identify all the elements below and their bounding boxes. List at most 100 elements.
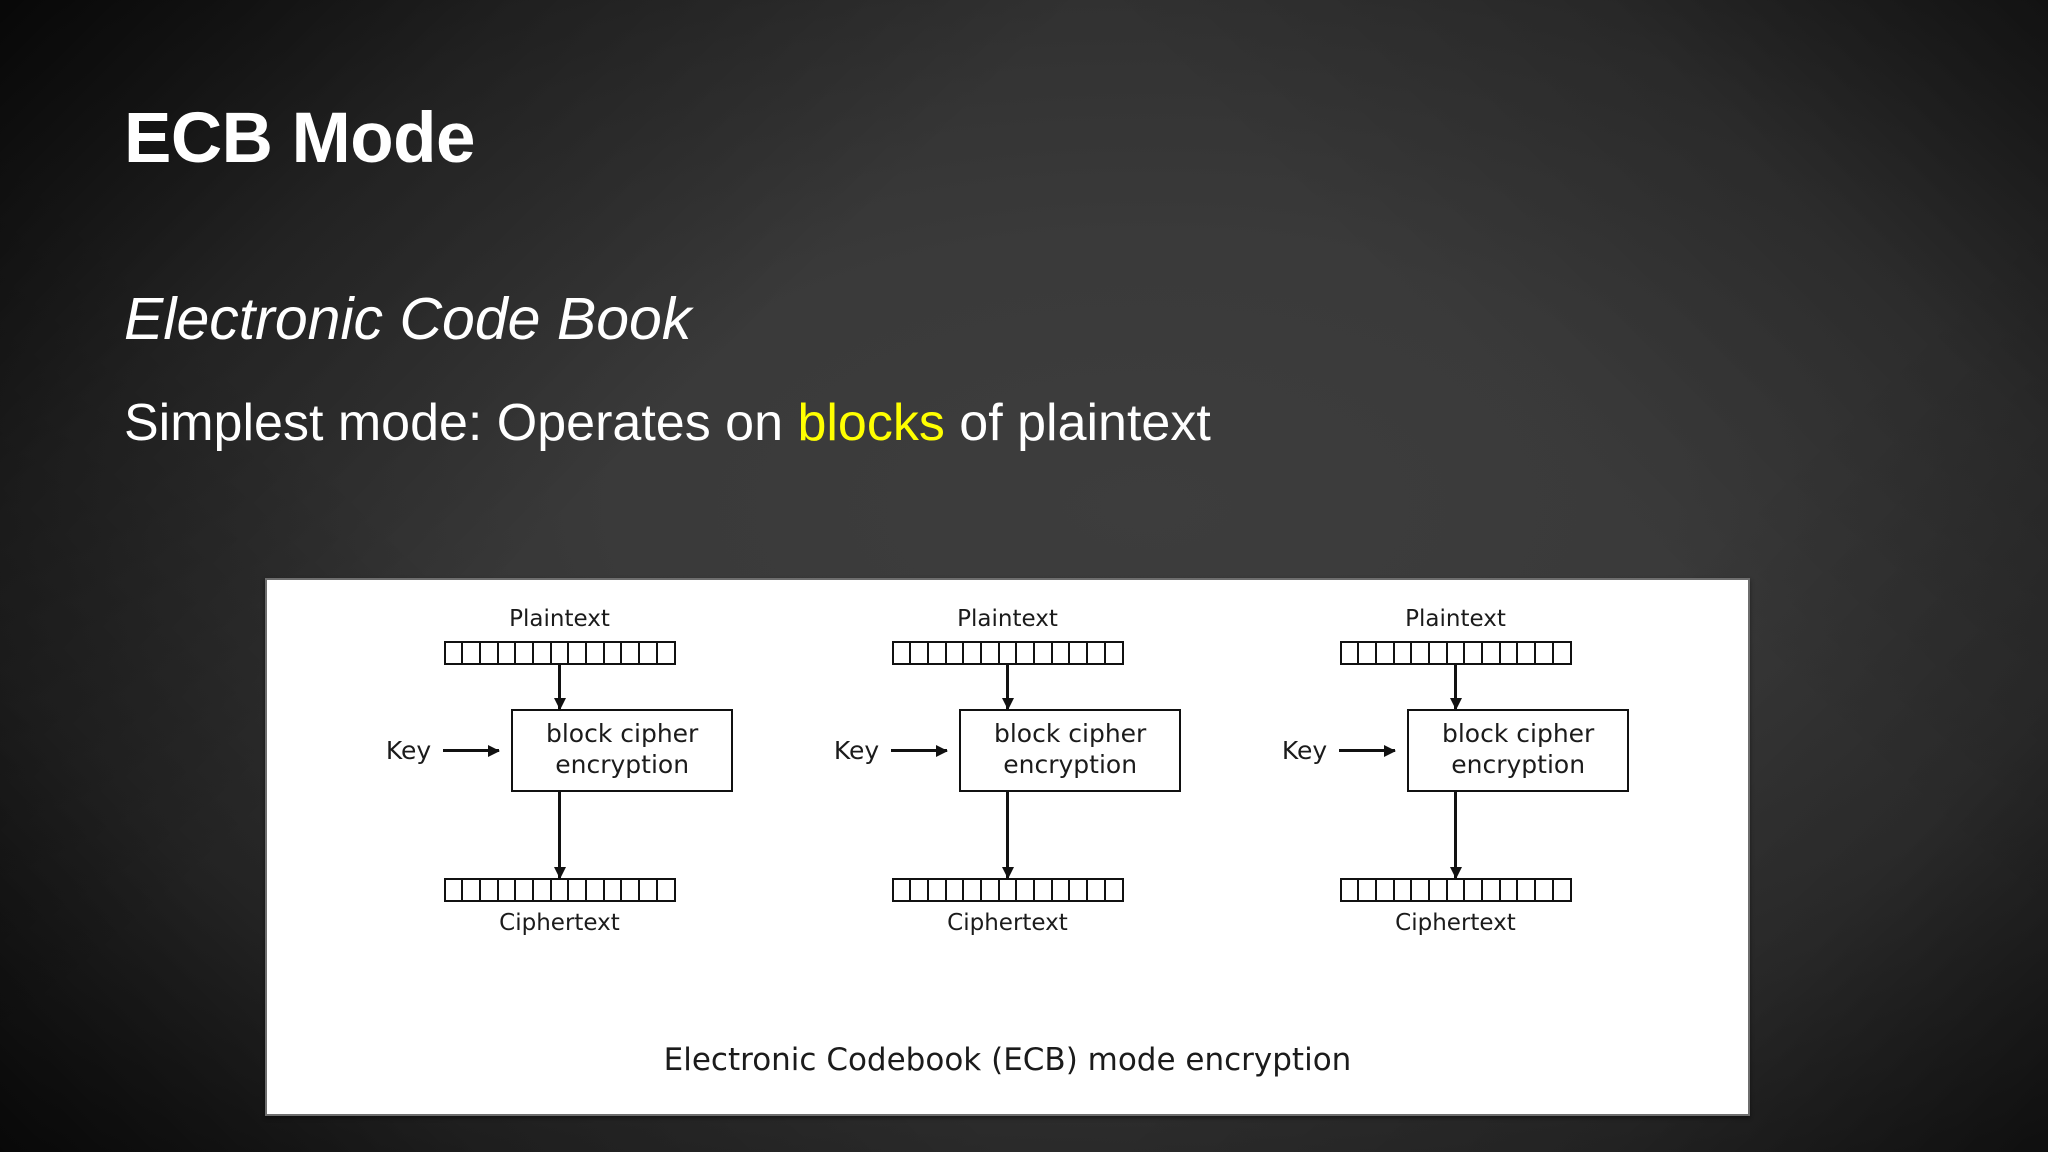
cipher-box-line-2: encryption: [1451, 749, 1586, 779]
plaintext-cell: [964, 643, 982, 663]
plaintext-cell: [1518, 643, 1537, 663]
ecb-diagram-columns: Plaintext K: [267, 608, 1748, 935]
plaintext-cell: [1377, 643, 1395, 663]
arrow-down-to-ciphertext-icon: [1006, 792, 1009, 878]
ciphertext-label: Ciphertext: [1395, 910, 1516, 936]
plaintext-cell: [982, 643, 1000, 663]
bullet-highlight-blocks: blocks: [797, 394, 945, 452]
plaintext-cell: [1465, 643, 1483, 663]
plaintext-cell: [1430, 643, 1448, 663]
plaintext-block-bar: [891, 641, 1124, 665]
ciphertext-cell: [894, 880, 912, 900]
ciphertext-label: Ciphertext: [499, 910, 620, 936]
arrow-right-key-icon: [891, 749, 948, 752]
ciphertext-cell: [982, 880, 1000, 900]
block-cipher-encryption-box: block cipher encryption: [959, 709, 1182, 792]
ciphertext-cell: [1359, 880, 1377, 900]
ciphertext-cell: [446, 880, 464, 900]
ciphertext-cell: [1106, 880, 1122, 900]
plaintext-cell: [446, 643, 464, 663]
ciphertext-cell: [964, 880, 982, 900]
ciphertext-cell: [1017, 880, 1035, 900]
plaintext-cell: [516, 643, 534, 663]
ciphertext-cell: [1501, 880, 1519, 900]
ciphertext-cell: [499, 880, 517, 900]
ciphertext-cell: [1448, 880, 1466, 900]
ciphertext-cell: [1465, 880, 1483, 900]
cipher-box-line-2: encryption: [1003, 749, 1138, 779]
ciphertext-cell: [1412, 880, 1430, 900]
plaintext-cell: [463, 643, 481, 663]
plaintext-cell: [1395, 643, 1413, 663]
plaintext-cell: [534, 643, 552, 663]
plaintext-label: Plaintext: [957, 606, 1058, 632]
diagram-caption: Electronic Codebook (ECB) mode encryptio…: [663, 1042, 1352, 1078]
plaintext-label: Plaintext: [1405, 606, 1506, 632]
cipher-box-line-1: block cipher: [993, 719, 1147, 748]
ciphertext-cell: [1088, 880, 1106, 900]
plaintext-cell: [552, 643, 570, 663]
ciphertext-label: Ciphertext: [947, 910, 1068, 936]
plaintext-cell: [911, 643, 929, 663]
plaintext-cell: [605, 643, 623, 663]
plaintext-cell: [1053, 643, 1071, 663]
cipher-box-line-1: block cipher: [545, 719, 699, 748]
key-label: Key: [385, 736, 432, 765]
plaintext-cell: [1070, 643, 1089, 663]
plaintext-cell: [1035, 643, 1053, 663]
slide-bullet-line: Simplest mode: Operates on blocks of pla…: [124, 397, 1211, 449]
ciphertext-block-bar: [1339, 878, 1572, 902]
plaintext-cell: [929, 643, 947, 663]
cipher-box-line-2: encryption: [555, 749, 690, 779]
plaintext-cell: [481, 643, 499, 663]
cipher-row: Key block cipher encryption: [1261, 709, 1651, 792]
plaintext-block-bar: [1339, 641, 1572, 665]
plaintext-label: Plaintext: [509, 606, 610, 632]
arrow-down-to-ciphertext-icon: [1454, 792, 1457, 878]
arrow-down-to-ciphertext-icon: [558, 792, 561, 878]
plaintext-cell: [894, 643, 912, 663]
bullet-text-suffix: of plaintext: [944, 394, 1211, 452]
ciphertext-cell: [1053, 880, 1071, 900]
ciphertext-cell: [1035, 880, 1053, 900]
plaintext-cell: [1017, 643, 1035, 663]
ciphertext-cell: [947, 880, 965, 900]
plaintext-cell: [1106, 643, 1122, 663]
ciphertext-cell: [605, 880, 623, 900]
ciphertext-cell: [1518, 880, 1537, 900]
ciphertext-cell: [516, 880, 534, 900]
ciphertext-cell: [1377, 880, 1395, 900]
block-cipher-encryption-box: block cipher encryption: [511, 709, 734, 792]
arrow-down-to-cipher-icon: [1454, 665, 1457, 709]
ciphertext-cell: [658, 880, 674, 900]
ciphertext-block-bar: [891, 878, 1124, 902]
ciphertext-cell: [1342, 880, 1360, 900]
arrow-down-to-cipher-icon: [558, 665, 561, 709]
ciphertext-block-bar: [443, 878, 676, 902]
cipher-row: Key block cipher encryption: [813, 709, 1203, 792]
ciphertext-cell: [481, 880, 499, 900]
plaintext-cell: [1088, 643, 1106, 663]
ciphertext-cell: [929, 880, 947, 900]
plaintext-cell: [587, 643, 605, 663]
cipher-box-line-1: block cipher: [1441, 719, 1595, 748]
ciphertext-cell: [622, 880, 641, 900]
ciphertext-cell: [552, 880, 570, 900]
ciphertext-cell: [911, 880, 929, 900]
bullet-text-prefix: Simplest mode: Operates on: [124, 394, 798, 452]
plaintext-cell: [1342, 643, 1360, 663]
ecb-block-column-2: Plaintext K: [813, 608, 1203, 935]
ciphertext-cell: [1430, 880, 1448, 900]
plaintext-cell: [499, 643, 517, 663]
ciphertext-cell: [569, 880, 587, 900]
arrow-right-key-icon: [443, 749, 500, 752]
plaintext-cell: [1554, 643, 1570, 663]
plaintext-cell: [1412, 643, 1430, 663]
ciphertext-cell: [587, 880, 605, 900]
slide-subtitle: Electronic Code Book: [124, 286, 692, 352]
ciphertext-cell: [640, 880, 658, 900]
plaintext-cell: [658, 643, 674, 663]
plaintext-cell: [947, 643, 965, 663]
page-title: ECB Mode: [124, 99, 476, 178]
